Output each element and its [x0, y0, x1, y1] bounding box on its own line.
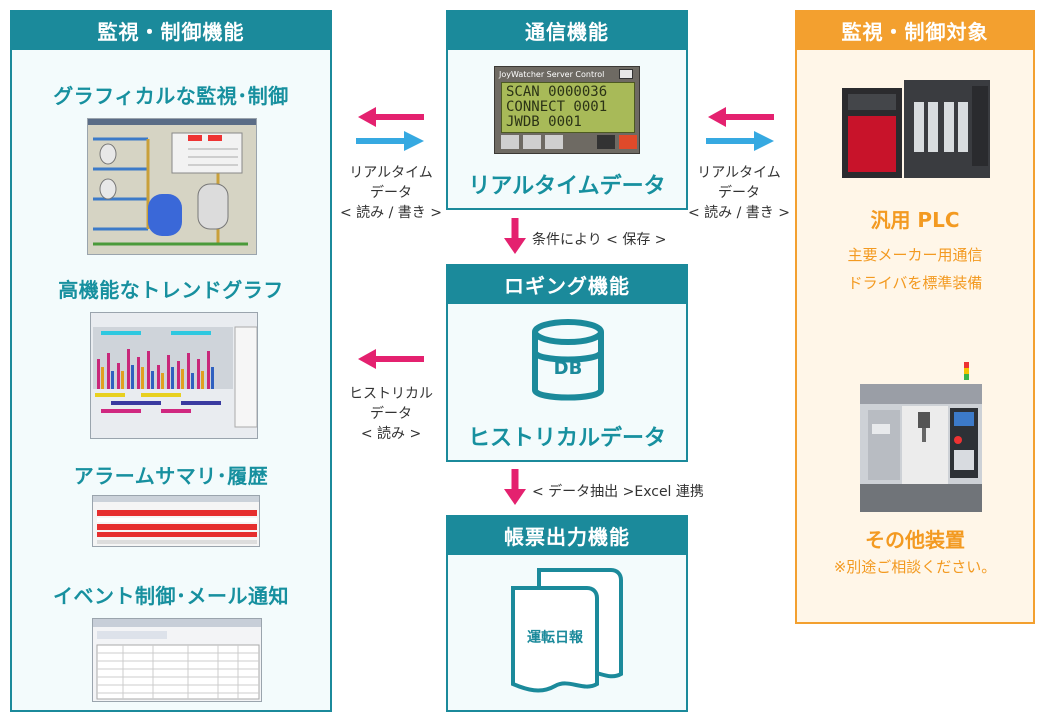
left-realtime-line2: データ — [370, 185, 412, 201]
power-icon[interactable] — [619, 135, 637, 149]
right-realtime-arrows — [706, 107, 774, 151]
trend-graph-screenshot — [90, 312, 258, 439]
lcd-button-row — [501, 135, 637, 149]
right-realtime-line2: データ — [718, 185, 760, 201]
server-control-title: JoyWatcher Server Control — [499, 70, 605, 79]
monitor-icon — [619, 69, 633, 79]
left-historical-note: ヒストリカル データ < 読み > — [336, 384, 446, 444]
left-realtime-arrows — [356, 107, 424, 151]
other-device-title: その他装置 — [865, 528, 965, 552]
plc-subtitle-1: 主要メーカー用通信 — [847, 246, 983, 264]
plc-subtitle-2: ドライバを標準装備 — [847, 274, 983, 292]
feature-trend-title: 高機能なトレンドグラフ — [58, 278, 284, 302]
feature-graphical-title: グラフィカルな監視･制御 — [53, 84, 289, 108]
lcd-line-jwdb: JWDB 0001 — [506, 114, 582, 130]
stop-icon[interactable] — [523, 135, 541, 149]
play-icon[interactable] — [501, 135, 519, 149]
database-icon — [532, 319, 604, 401]
historical-data-label: ヒストリカルデータ — [467, 426, 666, 451]
server-control-display: JoyWatcher Server Control SCAN 0000036 C… — [494, 66, 640, 154]
machine-device-image — [860, 362, 982, 512]
excel-link-note: < データ抽出 >Excel 連携 — [532, 484, 704, 500]
other-device-subtitle: ※別途ご相談ください。 — [833, 558, 997, 576]
plc-device-image — [842, 80, 990, 178]
left-realtime-line3: < 読み / 書き > — [340, 205, 442, 221]
left-realtime-note: リアルタイム データ < 読み / 書き > — [336, 163, 446, 223]
lcd-line-connect: CONNECT 0001 — [506, 99, 608, 115]
logging-title: ロギング機能 — [446, 264, 688, 304]
down-arrow-excel — [504, 469, 526, 505]
feature-alarm-title: アラームサマリ･履歴 — [73, 464, 269, 488]
realtime-data-label: リアルタイムデータ — [468, 174, 666, 199]
plc-title: 汎用 PLC — [870, 208, 960, 232]
communication-panel: 通信機能 リアルタイムデータ — [446, 10, 688, 210]
left-historical-line2: データ — [370, 406, 412, 422]
monitoring-control-title: 監視・制御機能 — [10, 10, 332, 50]
report-title: 帳票出力機能 — [446, 515, 688, 555]
right-realtime-note: リアルタイム データ < 読み / 書き > — [684, 163, 794, 223]
graphical-monitor-screenshot — [87, 118, 257, 255]
save-condition-note: 条件により < 保存 > — [532, 232, 667, 248]
event-control-screenshot — [92, 618, 262, 702]
database-label: DB — [553, 358, 583, 379]
minimize-icon[interactable] — [597, 135, 615, 149]
left-realtime-line1: リアルタイム — [349, 165, 433, 181]
left-historical-line1: ヒストリカル — [349, 386, 433, 402]
lcd-line-scan: SCAN 0000036 — [506, 84, 608, 100]
daily-report-label: 運転日報 — [527, 630, 583, 646]
document-icon — [511, 568, 623, 693]
right-realtime-line1: リアルタイム — [697, 165, 781, 181]
target-title: 監視・制御対象 — [795, 10, 1035, 50]
left-historical-line3: < 読み > — [360, 426, 422, 442]
communication-title: 通信機能 — [446, 10, 688, 50]
alarm-summary-screenshot — [92, 495, 260, 547]
left-historical-arrow — [358, 349, 424, 369]
feature-event-title: イベント制御･メール通知 — [53, 584, 289, 608]
monitoring-control-panel: 監視・制御機能 グラフィカルな監視･制御 高機能なトレンドグラフ — [10, 10, 332, 712]
logging-panel: ロギング機能 ヒストリカルデータ — [446, 264, 688, 462]
search-icon[interactable] — [545, 135, 563, 149]
right-realtime-line3: < 読み / 書き > — [688, 205, 790, 221]
lcd-screen: SCAN 0000036 CONNECT 0001 JWDB 0001 — [501, 82, 635, 133]
down-arrow-save — [504, 218, 526, 254]
